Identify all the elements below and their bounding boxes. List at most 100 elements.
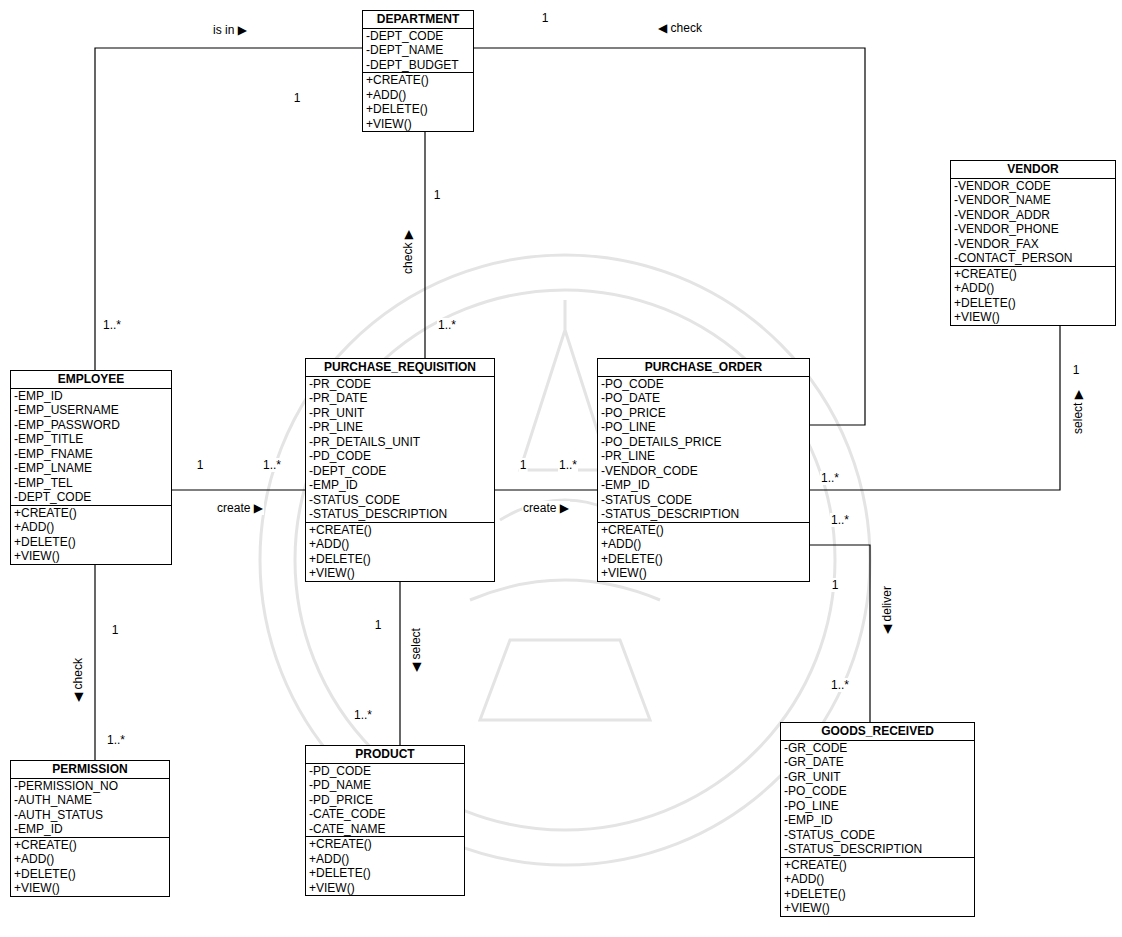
class-member: +CREATE() [309,837,461,852]
class-member: +ADD() [366,88,470,103]
class-box: GOODS_RECEIVED-GR_CODE-GR_DATE-GR_UNIT-P… [780,722,975,917]
member-compartment: +CREATE()+ADD()+DELETE()+VIEW() [363,72,473,131]
class-member: -CATE_NAME [309,822,461,837]
class-member: -PR_LINE [601,449,806,464]
class-name-compartment: PURCHASE_REQUISITION [306,359,494,376]
association-line [94,565,95,761]
class-member: +VIEW() [954,310,1112,325]
multiplicity-label: 1 [111,623,120,637]
class-box: VENDOR-VENDOR_CODE-VENDOR_NAME-VENDOR_AD… [950,160,1116,326]
class-name-compartment: GOODS_RECEIVED [781,723,974,740]
class-member: +VIEW() [309,566,491,581]
class-member: -EMP_ID [784,813,971,828]
class-member: -PR_UNIT [309,406,491,421]
class-member: -STATUS_DESCRIPTION [784,842,971,857]
class-member: -DEPT_NAME [366,43,470,58]
class-name-compartment: EMPLOYEE [11,371,171,388]
multiplicity-label: 1 [374,618,383,632]
class-name: EMPLOYEE [15,372,167,387]
class-member: +VIEW() [309,881,461,896]
class-member: -GR_UNIT [784,770,971,785]
association-line [424,132,425,358]
class-name: DEPARTMENT [367,12,469,27]
class-member: +DELETE() [14,535,168,550]
class-member: +ADD() [784,872,971,887]
member-compartment: +CREATE()+ADD()+DELETE()+VIEW() [306,836,464,895]
class-member: -PR_CODE [309,377,491,392]
multiplicity-label: 1..* [106,733,126,747]
class-name: VENDOR [955,162,1111,177]
class-member: -STATUS_CODE [309,493,491,508]
class-member: +ADD() [601,537,806,552]
class-member: +VIEW() [784,901,971,916]
member-compartment: +CREATE()+ADD()+DELETE()+VIEW() [598,522,809,581]
class-member: -EMP_PASSWORD [14,418,168,433]
class-box: PRODUCT-PD_CODE-PD_NAME-PD_PRICE-CATE_CO… [305,745,465,896]
association-line [399,582,400,746]
class-box: DEPARTMENT-DEPT_CODE-DEPT_NAME-DEPT_BUDG… [362,10,474,132]
association-label: ◀ select [409,627,423,673]
multiplicity-label: 1..* [262,458,282,472]
class-name-compartment: PURCHASE_ORDER [598,359,809,376]
multiplicity-label: 1..* [102,318,122,332]
class-member: +CREATE() [784,858,971,873]
member-compartment: +CREATE()+ADD()+DELETE()+VIEW() [11,505,171,564]
member-compartment: +CREATE()+ADD()+DELETE()+VIEW() [11,837,169,896]
class-member: -VENDOR_CODE [601,464,806,479]
association-line [495,489,597,490]
class-member: +ADD() [309,852,461,867]
class-member: -STATUS_CODE [601,493,806,508]
class-member: +VIEW() [14,549,168,564]
class-member: +DELETE() [309,866,461,881]
class-member: -VENDOR_CODE [954,179,1112,194]
class-name-compartment: PERMISSION [11,761,169,778]
class-member: -DEPT_CODE [14,490,168,505]
class-member: +CREATE() [14,838,166,853]
class-name-compartment: PRODUCT [306,746,464,763]
class-member: -PO_LINE [784,799,971,814]
class-member: -PD_NAME [309,778,461,793]
class-member: -VENDOR_NAME [954,193,1112,208]
class-member: -GR_CODE [784,741,971,756]
class-member: -PR_LINE [309,420,491,435]
multiplicity-label: 1 [831,578,840,592]
association-label: ◀ deliver [880,585,894,635]
member-compartment: +CREATE()+ADD()+DELETE()+VIEW() [781,857,974,916]
member-compartment: -PO_CODE-PO_DATE-PO_PRICE-PO_LINE-PO_DET… [598,376,809,522]
class-member: -EMP_ID [309,478,491,493]
class-member: -EMP_ID [14,389,168,404]
class-name: PRODUCT [310,747,460,762]
multiplicity-label: 1..* [437,318,457,332]
class-member: +CREATE() [601,523,806,538]
class-member: -EMP_LNAME [14,461,168,476]
multiplicity-label: 1..* [353,708,373,722]
class-member: -STATUS_DESCRIPTION [601,507,806,522]
member-compartment: +CREATE()+ADD()+DELETE()+VIEW() [951,266,1115,325]
class-member: +DELETE() [14,867,166,882]
class-member: -EMP_FNAME [14,447,168,462]
multiplicity-label: 1 [433,188,442,202]
multiplicity-label: 1..* [558,458,578,472]
class-member: -EMP_TITLE [14,432,168,447]
association-label: ◀ check [71,657,85,703]
member-compartment: -PD_CODE-PD_NAME-PD_PRICE-CATE_CODE-CATE… [306,763,464,837]
association-line [810,326,1060,491]
seal-rings [260,255,870,865]
class-name: GOODS_RECEIVED [785,724,970,739]
class-member: -AUTH_NAME [14,793,166,808]
association-label: select ▶ [1071,389,1085,435]
class-member: +VIEW() [601,566,806,581]
class-member: +DELETE() [309,552,491,567]
member-compartment: -DEPT_CODE-DEPT_NAME-DEPT_BUDGET [363,28,473,73]
multiplicity-label: 1 [293,91,302,105]
association-label: ◀ check [657,21,703,35]
class-member: +CREATE() [954,267,1112,282]
class-member: -DEPT_CODE [366,29,470,44]
class-member: -CONTACT_PERSON [954,251,1112,266]
member-compartment: -VENDOR_CODE-VENDOR_NAME-VENDOR_ADDR-VEN… [951,178,1115,266]
class-member: -PR_DATE [309,391,491,406]
class-member: -PO_LINE [601,420,806,435]
association-line [810,545,870,722]
class-member: +DELETE() [784,887,971,902]
class-name: PURCHASE_ORDER [602,360,805,375]
